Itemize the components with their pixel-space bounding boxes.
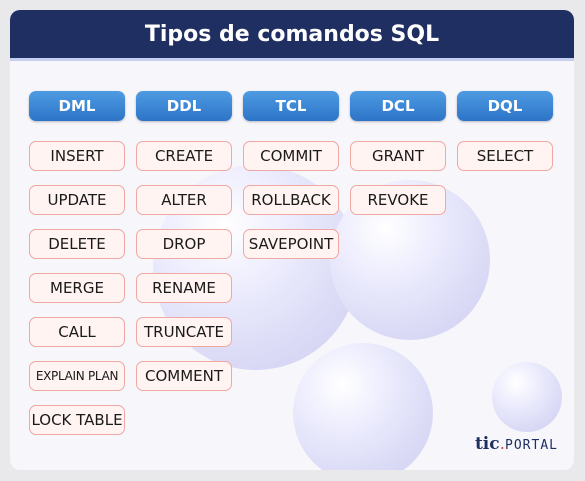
command-commit: COMMIT	[243, 141, 339, 171]
command-delete: DELETE	[29, 229, 125, 259]
category-dml: DML	[29, 91, 125, 121]
command-savepoint: SAVEPOINT	[243, 229, 339, 259]
command-lock-table: LOCK TABLE	[29, 405, 125, 435]
command-alter: ALTER	[136, 185, 232, 215]
category-dql: DQL	[457, 91, 553, 121]
decor-sphere	[293, 343, 433, 470]
command-call: CALL	[29, 317, 125, 347]
command-comment: COMMENT	[136, 361, 232, 391]
command-explain-plan: EXPLAIN PLAN	[29, 361, 125, 391]
diagram-card: Tipos de comandos SQL DML INSERT UPDATE …	[10, 10, 574, 470]
command-drop: DROP	[136, 229, 232, 259]
command-create: CREATE	[136, 141, 232, 171]
command-rollback: ROLLBACK	[243, 185, 339, 215]
command-merge: MERGE	[29, 273, 125, 303]
command-grant: GRANT	[350, 141, 446, 171]
command-truncate: TRUNCATE	[136, 317, 232, 347]
command-select: SELECT	[457, 141, 553, 171]
command-revoke: REVOKE	[350, 185, 446, 215]
decor-sphere	[492, 362, 562, 432]
command-update: UPDATE	[29, 185, 125, 215]
category-dcl: DCL	[350, 91, 446, 121]
command-insert: INSERT	[29, 141, 125, 171]
ticportal-logo: tic.PORTAL	[474, 434, 558, 454]
page-title: Tipos de comandos SQL	[10, 10, 574, 61]
category-ddl: DDL	[136, 91, 232, 121]
command-rename: RENAME	[136, 273, 232, 303]
category-tcl: TCL	[243, 91, 339, 121]
